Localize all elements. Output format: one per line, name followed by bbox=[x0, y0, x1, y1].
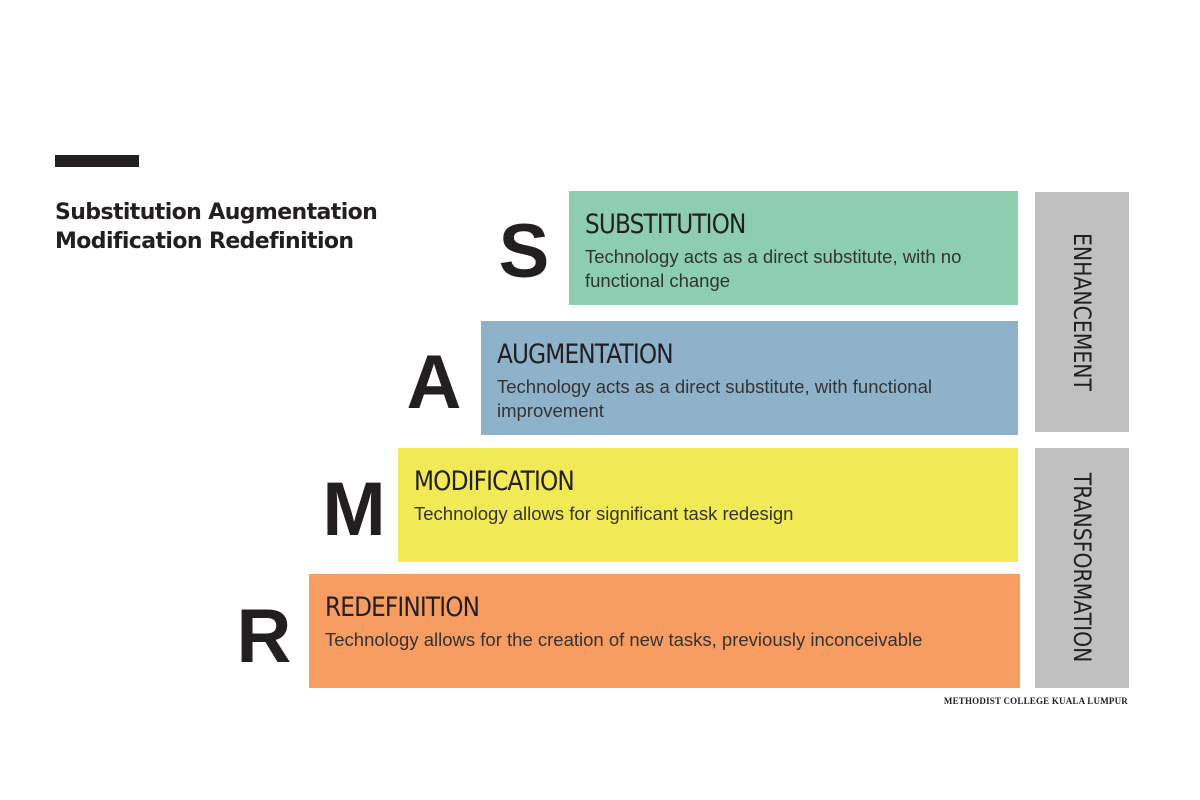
level-bar-substitution: SUBSTITUTION Technology acts as a direct… bbox=[569, 191, 1018, 305]
credit-text: METHODIST COLLEGE KUALA LUMPUR bbox=[943, 696, 1128, 706]
level-bar-redefinition: REDEFINITION Technology allows for the c… bbox=[309, 574, 1020, 688]
level-heading: AUGMENTATION bbox=[497, 339, 674, 370]
level-heading: MODIFICATION bbox=[414, 466, 575, 497]
title-line-1: Substitution Augmentation bbox=[55, 200, 378, 225]
level-bar-augmentation: AUGMENTATION Technology acts as a direct… bbox=[481, 321, 1018, 435]
level-description: Technology allows for significant task r… bbox=[414, 503, 794, 524]
level-letter-m: M bbox=[322, 467, 386, 552]
group-label-transformation: TRANSFORMATION bbox=[1068, 473, 1096, 663]
group-enhancement: ENHANCEMENT bbox=[1035, 192, 1129, 432]
level-letter-s: S bbox=[498, 209, 550, 294]
level-heading: REDEFINITION bbox=[325, 592, 480, 623]
level-description: Technology acts as a direct substitute, … bbox=[585, 246, 962, 291]
page-title: Substitution Augmentation Modification R… bbox=[55, 198, 435, 256]
accent-bar bbox=[55, 155, 139, 167]
level-letter-a: A bbox=[406, 340, 462, 425]
level-letter-r: R bbox=[236, 594, 292, 679]
level-description: Technology acts as a direct substitute, … bbox=[497, 376, 932, 421]
group-label-enhancement: ENHANCEMENT bbox=[1068, 232, 1096, 392]
level-description: Technology allows for the creation of ne… bbox=[325, 629, 923, 650]
title-line-2: Modification Redefinition bbox=[55, 229, 354, 254]
level-heading: SUBSTITUTION bbox=[585, 209, 746, 240]
group-transformation: TRANSFORMATION bbox=[1035, 448, 1129, 688]
level-bar-modification: MODIFICATION Technology allows for signi… bbox=[398, 448, 1018, 562]
